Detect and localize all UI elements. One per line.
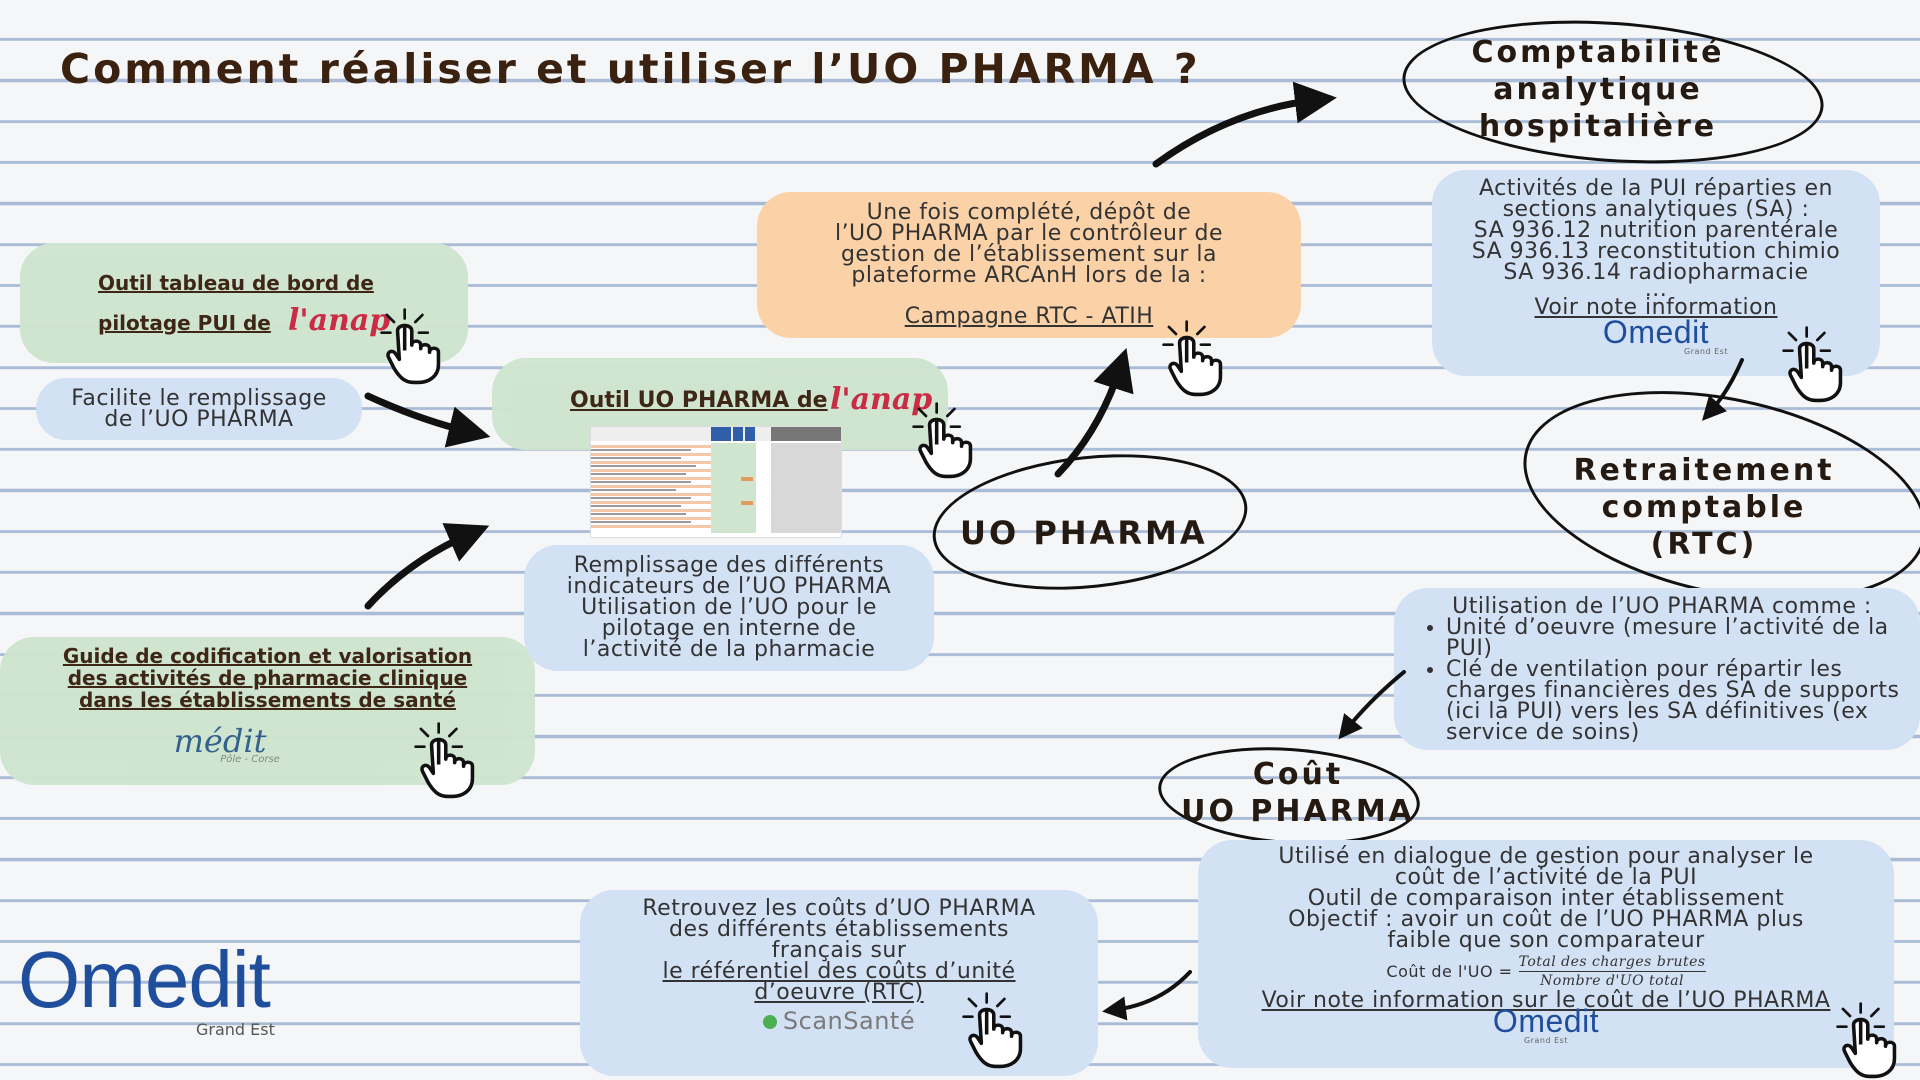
tableau-bord-line2[interactable]: pilotage PUI de xyxy=(98,311,271,335)
retrouvez-line1: Retrouvez les coûts d’UO PHARMA xyxy=(642,896,1036,921)
remplissage-line4: pilotage en interne de xyxy=(601,616,857,641)
formula-denominator: Nombre d'UO total xyxy=(1540,973,1685,989)
tableau-bord-line1[interactable]: Outil tableau de bord de xyxy=(98,271,374,295)
facilite-box: Facilite le remplissage de l’UO PHARMA xyxy=(36,378,362,440)
depot-line2: l’UO PHARMA par le contrôleur de xyxy=(834,221,1224,246)
click-hand-icon[interactable] xyxy=(960,990,1040,1070)
activites-line1: Activités de la PUI réparties en xyxy=(1479,176,1833,201)
medit-logo: médit Pôle - Corse xyxy=(173,722,280,765)
depot-line4: plateforme ARCAnH lors de la : xyxy=(851,263,1207,288)
activites-line6: ... xyxy=(1644,277,1668,302)
cout-line-c: Outil de comparaison inter établissement xyxy=(1307,886,1785,911)
guide-line3[interactable]: dans les établissements de santé xyxy=(79,688,456,712)
cout-line-d: Objectif : avoir un coût de l’UO PHARMA … xyxy=(1288,907,1804,932)
cout-line2: UO PHARMA xyxy=(1181,794,1415,829)
utilisation-bullet1: Unité d’oeuvre (mesure l’activité de la … xyxy=(1446,617,1906,660)
omedit-main-logo: Omedit Grand Est xyxy=(18,935,275,1040)
depot-line1: Une fois complété, dépôt de xyxy=(866,200,1192,225)
page-title: Comment réaliser et utiliser l’UO PHARMA… xyxy=(60,45,1201,93)
uo-pharma-heading: UO PHARMA xyxy=(960,514,1208,552)
remplissage-line5: l’activité de la pharmacie xyxy=(582,637,876,662)
compta-line1: Comptabilité xyxy=(1471,35,1725,70)
arrow-cout-to-retrouvez xyxy=(1102,970,1192,1021)
click-hand-icon[interactable] xyxy=(378,306,458,386)
retraitement-line2: comptable xyxy=(1601,490,1807,525)
utilisation-box: Utilisation de l’UO PHARMA comme : Unité… xyxy=(1394,588,1920,750)
cout-line-e: faible que son comparateur xyxy=(1387,928,1705,953)
formula-lhs: Coût de l'UO = xyxy=(1386,962,1513,981)
cout-formula: Coût de l'UO = Total des charges brutes … xyxy=(1198,953,1894,990)
depot-line3: gestion de l’établissement sur la xyxy=(840,242,1218,267)
activites-line4: SA 936.13 reconstitution chimio xyxy=(1471,239,1841,264)
cout-heading: Coût UO PHARMA xyxy=(1174,756,1422,830)
activites-line3: SA 936.12 nutrition parentérale xyxy=(1473,218,1839,243)
utilisation-bullet2: Clé de ventilation pour répartir les cha… xyxy=(1446,659,1906,744)
campagne-rtc-link[interactable]: Campagne RTC - ATIH xyxy=(904,304,1154,329)
tableau-bord-box[interactable]: Outil tableau de bord de pilotage PUI de… xyxy=(20,243,468,363)
anap-logo: l'anap xyxy=(288,303,391,338)
arrow-tableau-to-outil xyxy=(364,392,491,448)
arrow-depot-to-compta xyxy=(1152,81,1337,168)
anap-logo: l'anap xyxy=(830,382,933,417)
compta-line3: hospitalière xyxy=(1478,109,1718,144)
remplissage-line2: indicateurs de l’UO PHARMA xyxy=(566,574,892,599)
click-hand-icon[interactable] xyxy=(1160,318,1240,398)
voir-note-cout-link[interactable]: Voir note information sur le coût de l’U… xyxy=(1261,988,1831,1013)
scansante-logo: ScanSanté xyxy=(580,1009,1098,1033)
retraitement-heading: Retraitement comptable (RTC) xyxy=(1560,452,1848,563)
retraitement-line3: (RTC) xyxy=(1650,527,1758,562)
compta-line2: analytique xyxy=(1493,72,1703,107)
guide-line1[interactable]: Guide de codification et valorisation xyxy=(62,644,473,668)
retrouvez-line3: français sur xyxy=(771,938,907,963)
click-hand-icon[interactable] xyxy=(1834,1000,1914,1080)
click-hand-icon[interactable] xyxy=(412,720,492,800)
retrouvez-line2: des différents établissements xyxy=(669,917,1009,942)
remplissage-line3: Utilisation de l’UO pour le xyxy=(581,595,877,620)
remplissage-box: Remplissage des différents indicateurs d… xyxy=(524,545,934,671)
facilite-line1: Facilite le remplissage xyxy=(71,386,327,411)
cout-line-b: coût de l’activité de la PUI xyxy=(1394,865,1698,890)
omedit-logo-small: Omedit Grand Est xyxy=(1492,1003,1600,1045)
spreadsheet-thumbnail xyxy=(590,426,842,538)
referentiel-link-2[interactable]: d’oeuvre (RTC) xyxy=(754,980,924,1005)
click-hand-icon[interactable] xyxy=(910,400,990,480)
referentiel-link-1[interactable]: le référentiel des coûts d’unité xyxy=(662,959,1016,984)
retraitement-line1: Retraitement xyxy=(1573,453,1835,488)
remplissage-line1: Remplissage des différents xyxy=(573,553,885,578)
activites-box: Activités de la PUI réparties en section… xyxy=(1432,170,1880,376)
omedit-logo-small: Omedit Grand Est xyxy=(1602,314,1728,356)
cout-box: Utilisé en dialogue de gestion pour anal… xyxy=(1198,840,1894,1068)
voir-note-link[interactable]: Voir note information xyxy=(1534,295,1778,320)
outil-uo-label[interactable]: Outil UO PHARMA de xyxy=(570,388,828,413)
depot-box: Une fois complété, dépôt de l’UO PHARMA … xyxy=(757,192,1301,338)
arrow-guide-to-outil xyxy=(364,523,490,610)
activites-line2: sections analytiques (SA) : xyxy=(1502,197,1810,222)
activites-line5: SA 936.14 radiopharmacie xyxy=(1503,260,1809,285)
cout-line-a: Utilisé en dialogue de gestion pour anal… xyxy=(1278,844,1814,869)
guide-line2[interactable]: des activités de pharmacie clinique xyxy=(67,666,468,690)
formula-numerator: Total des charges brutes xyxy=(1518,954,1706,972)
utilisation-intro: Utilisation de l’UO PHARMA comme : xyxy=(1452,594,1872,619)
facilite-line2: de l’UO PHARMA xyxy=(104,407,294,432)
click-hand-icon[interactable] xyxy=(1780,324,1860,404)
compta-heading: Comptabilité analytique hospitalière xyxy=(1440,34,1756,145)
cout-line1: Coût xyxy=(1252,757,1344,792)
